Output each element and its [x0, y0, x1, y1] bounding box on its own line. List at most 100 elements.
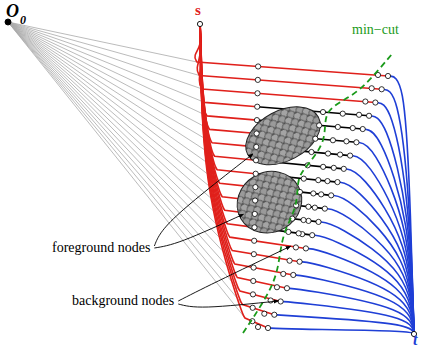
pixel-node — [287, 258, 292, 263]
pixel-node — [291, 272, 296, 277]
background-label: background nodes — [72, 294, 174, 308]
grey-ray — [8, 22, 215, 156]
pixel-node — [366, 113, 371, 118]
pixel-node — [255, 77, 260, 82]
pixel-node — [360, 126, 365, 131]
source-link — [200, 24, 257, 120]
pixel-node — [252, 225, 257, 230]
pixel-node — [310, 233, 315, 238]
pixel-node — [385, 73, 390, 78]
grey-ray — [8, 22, 207, 116]
leader-arrow — [178, 246, 290, 301]
grey-ray — [8, 22, 220, 183]
pixel-node — [281, 271, 286, 276]
pixel-node — [278, 299, 283, 304]
pixel-node — [348, 153, 353, 158]
pixel-node — [250, 292, 255, 297]
pixel-node — [306, 204, 311, 209]
pixel-node — [311, 191, 316, 196]
min-cut-line — [243, 54, 392, 333]
source-link — [200, 24, 257, 134]
pixel-node — [274, 285, 279, 290]
pixel-node — [254, 118, 259, 123]
pixel-node — [350, 125, 355, 130]
foreground-label: foreground nodes — [52, 241, 150, 255]
pixel-node — [309, 149, 314, 154]
grey-ray — [8, 22, 212, 143]
pixel-node — [262, 311, 267, 316]
pixel-node — [252, 238, 257, 243]
pixel-node — [356, 112, 361, 117]
leader-arrow — [154, 214, 243, 248]
pixel-node — [322, 206, 327, 211]
pixel-node — [373, 100, 378, 105]
grey-ray — [8, 22, 230, 237]
pixel-node — [329, 193, 334, 198]
pixel-node — [297, 259, 302, 264]
pixel-node — [250, 305, 255, 310]
grey-ray — [8, 22, 237, 278]
pixel-node — [255, 104, 260, 109]
grey-ray — [8, 22, 227, 224]
grey-ray — [8, 22, 222, 197]
pixel-node — [255, 324, 260, 329]
source-link — [199, 24, 375, 103]
pixel-node — [316, 178, 321, 183]
grey-ray — [8, 22, 232, 251]
pixel-node — [251, 265, 256, 270]
pixel-node — [301, 217, 306, 222]
pixel-node — [253, 158, 258, 163]
source-link — [200, 24, 274, 315]
pixel-node — [313, 136, 318, 141]
pixel-node — [330, 138, 335, 143]
pixel-node — [303, 246, 308, 251]
pixel-node — [325, 179, 330, 184]
sink-link — [287, 288, 414, 334]
pixel-node — [251, 278, 256, 283]
pixel-node — [331, 165, 336, 170]
pixel-node — [312, 205, 317, 210]
pixel-node — [325, 151, 330, 156]
pixel-node — [341, 166, 346, 171]
pixel-node — [254, 144, 259, 149]
pixel-node — [340, 111, 345, 116]
sink-label: t — [413, 332, 417, 348]
pixel-node — [335, 180, 340, 185]
pixel-node — [369, 86, 374, 91]
source-label: s — [195, 3, 201, 18]
pixel-node — [252, 198, 257, 203]
foreground-region — [236, 95, 330, 177]
pixel-node — [254, 131, 259, 136]
pixel-node — [316, 219, 321, 224]
pixel-node — [321, 164, 326, 169]
sink-link — [319, 222, 414, 334]
pixel-node — [284, 286, 289, 291]
grey-ray — [8, 22, 210, 129]
pixel-node — [320, 109, 325, 114]
pixel-node — [256, 64, 261, 69]
sink-link — [337, 182, 414, 334]
sink-link — [268, 328, 414, 334]
origin-subscript: 0 — [20, 14, 26, 26]
pixel-node — [301, 176, 306, 181]
grey-ray — [8, 22, 225, 210]
pixel-node — [252, 211, 257, 216]
terminal-node — [197, 21, 202, 26]
sink-link — [300, 262, 414, 334]
foreground-region — [226, 160, 313, 245]
pixel-node — [338, 152, 343, 157]
origin-label: O — [6, 2, 19, 20]
pixel-node — [296, 231, 301, 236]
pixel-node — [272, 312, 277, 317]
pixel-node — [354, 140, 359, 145]
pixel-node — [319, 192, 324, 197]
pixel-node — [251, 252, 256, 257]
min-cut-label: min−cut — [352, 23, 399, 37]
source-link — [200, 24, 256, 147]
pixel-node — [317, 123, 322, 128]
pixel-node — [255, 91, 260, 96]
pixel-node — [379, 87, 384, 92]
pixel-node — [293, 245, 298, 250]
